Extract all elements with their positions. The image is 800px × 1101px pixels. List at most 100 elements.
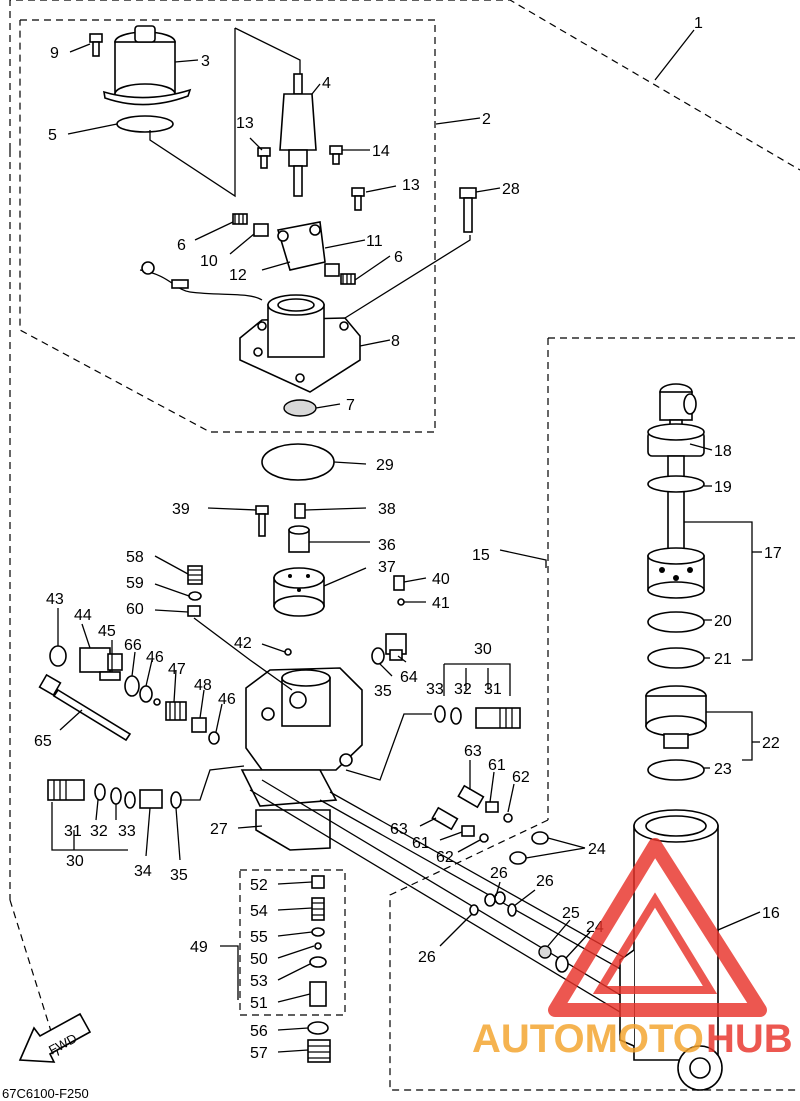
callout-64: 64	[400, 669, 418, 686]
gear-pump-37-icon	[273, 567, 325, 617]
callout-25: 25	[562, 905, 580, 922]
bolt-28-icon	[459, 187, 477, 233]
callout-4: 4	[322, 75, 331, 92]
callout-14: 14	[372, 143, 390, 160]
callout-66: 66	[124, 637, 142, 654]
group-boundaries	[9, 0, 800, 1091]
plug-60-icon	[187, 605, 201, 617]
callout-16: 16	[762, 905, 780, 922]
callout-47: 47	[168, 661, 186, 678]
callout-29: 29	[376, 457, 394, 474]
callout-35b: 35	[170, 867, 188, 884]
valve-51-icon	[309, 981, 327, 1007]
watermark-word-2: HUB	[706, 1017, 793, 1061]
callout-22: 22	[762, 735, 780, 752]
ball-62-lower-icon	[479, 833, 489, 843]
motor-3-icon	[103, 25, 192, 106]
ball-41-icon	[397, 598, 405, 606]
callout-37: 37	[378, 559, 396, 576]
o-ring-46-right-icon	[208, 731, 220, 745]
screw-9-icon	[89, 33, 103, 57]
pin-40-icon	[393, 575, 405, 591]
callout-43: 43	[46, 591, 64, 608]
ball-small-icon	[153, 698, 161, 706]
callout-numbers: 1 2 3 4 5 6 6 7 8 9 10 11 12 13 13 14 15…	[34, 15, 782, 1062]
callout-55: 55	[250, 929, 268, 946]
cylinder-group-boundary-lower	[389, 819, 800, 1091]
callout-31b: 31	[64, 823, 82, 840]
filter-25-icon	[538, 945, 552, 959]
screw-52-icon	[311, 875, 325, 889]
callout-52: 52	[250, 877, 268, 894]
callout-15: 15	[472, 547, 490, 564]
callout-21: 21	[714, 651, 732, 668]
o-ring-24-upper-b-icon	[509, 851, 527, 865]
callout-18: 18	[714, 443, 732, 460]
washer-59-icon	[188, 591, 202, 601]
spring-58-icon	[187, 565, 203, 585]
free-piston-22-icon	[645, 685, 707, 749]
screw-13-lower-icon	[351, 187, 365, 211]
watermark-word-1: AUTOMOTO	[472, 1017, 704, 1061]
o-ring-5-icon	[116, 115, 174, 133]
callout-2: 2	[482, 111, 491, 128]
callout-10: 10	[200, 253, 218, 270]
ball-50-icon	[314, 942, 322, 950]
o-ring-26-d-icon	[469, 904, 479, 916]
callout-6b: 6	[394, 249, 403, 266]
callout-34: 34	[134, 863, 152, 880]
callout-46b: 46	[218, 691, 236, 708]
callout-17: 17	[764, 545, 782, 562]
o-ring-24-upper-a-icon	[531, 831, 549, 845]
manual-valve-group-49	[309, 875, 327, 1007]
brush-10-icon	[253, 223, 269, 237]
callout-44: 44	[74, 607, 92, 624]
callout-23: 23	[714, 761, 732, 778]
callout-6a: 6	[177, 237, 186, 254]
o-ring-32-right-icon	[450, 707, 462, 725]
callout-36: 36	[378, 537, 396, 554]
valve-61-lower-icon	[461, 825, 475, 837]
brush-right-icon	[324, 263, 340, 277]
pump-housing-8-icon	[239, 294, 361, 393]
callout-31a: 31	[484, 681, 502, 698]
callout-45: 45	[98, 623, 116, 640]
valve-31-right-icon	[475, 707, 521, 729]
o-ring-32-left-icon	[94, 783, 106, 801]
callout-20: 20	[714, 613, 732, 630]
assembly-boundary-1-bottom	[9, 899, 61, 1061]
brush-holder-11-12-icon	[276, 221, 326, 271]
spring-6-left-icon	[232, 213, 248, 225]
spring-38-icon	[294, 503, 306, 519]
callout-46a: 46	[146, 649, 164, 666]
plug-64-icon	[385, 633, 407, 661]
screw-39-icon	[255, 505, 269, 537]
o-ring-26-c-icon	[507, 903, 517, 917]
valve-31-left-icon	[47, 779, 85, 801]
screw-14-icon	[329, 145, 343, 165]
shaft-4-icon	[279, 73, 317, 197]
callout-30b: 30	[66, 853, 84, 870]
callout-13b: 13	[402, 177, 420, 194]
o-ring-24-lower-icon	[555, 955, 569, 973]
callout-61a: 61	[488, 757, 506, 774]
callout-38: 38	[378, 501, 396, 518]
callout-33b: 33	[118, 823, 136, 840]
o-ring-35-upper-icon	[371, 647, 385, 665]
callout-33a: 33	[426, 681, 444, 698]
ball-62-upper-icon	[503, 813, 513, 823]
o-ring-extra-left-icon	[124, 791, 136, 809]
motor-group-boundary-2	[19, 19, 436, 433]
callout-39: 39	[172, 501, 190, 518]
callout-32a: 32	[454, 681, 472, 698]
o-ring-33-left-icon	[110, 787, 122, 805]
valve-group-boundary-49	[239, 869, 346, 1016]
o-ring-33-right-icon	[434, 705, 446, 723]
spool-45-icon	[99, 671, 121, 681]
spring-6-right-icon	[340, 273, 356, 285]
callout-26a: 26	[490, 865, 508, 882]
drawing-code: 67C6100-F250	[2, 1086, 89, 1101]
callout-60: 60	[126, 601, 144, 618]
o-ring-46-left-icon	[139, 685, 153, 703]
